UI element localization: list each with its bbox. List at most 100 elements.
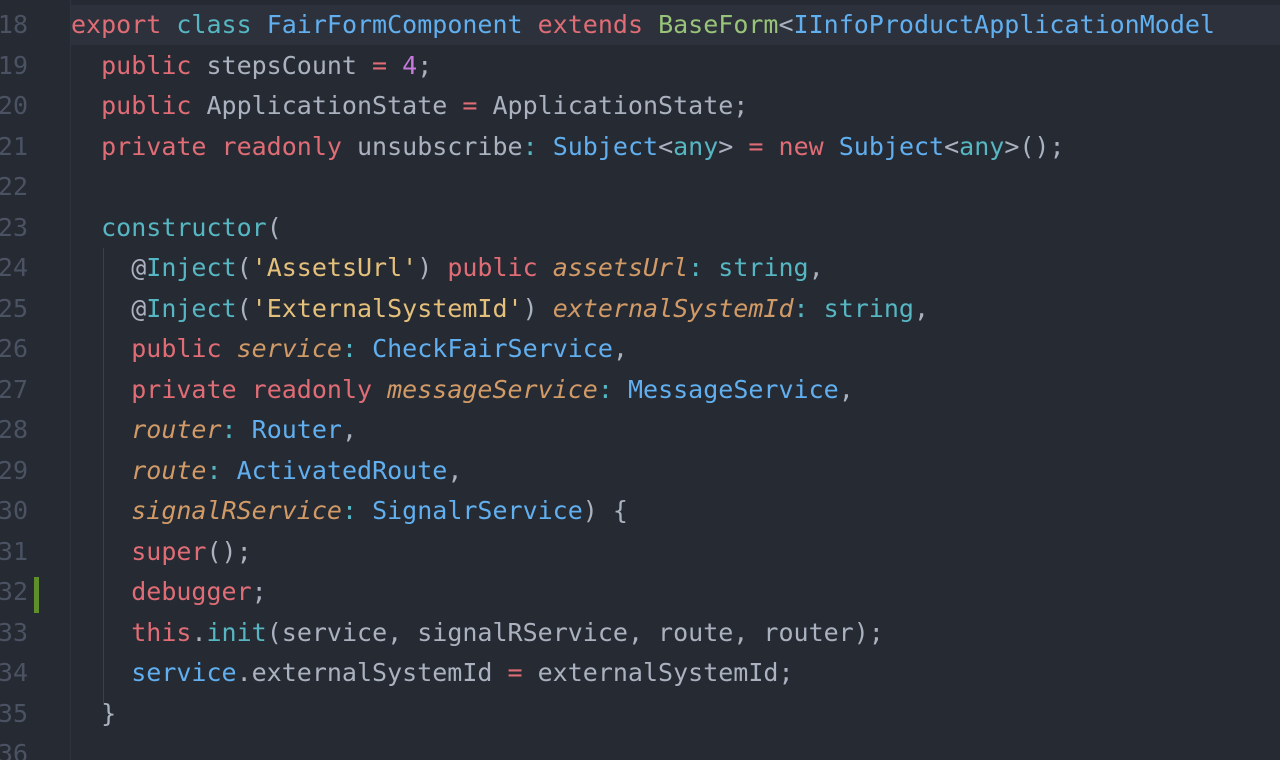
code-token <box>71 51 101 80</box>
code-token: , <box>838 374 854 404</box>
code-token: any <box>673 131 719 161</box>
code-token: .externalSystemId <box>236 658 508 687</box>
indent-guide <box>103 248 104 703</box>
code-token: } <box>71 698 117 728</box>
code-text-area: private readonly unsubscribe: Subject<an… <box>71 127 1280 167</box>
code-line[interactable]: 36 <box>0 734 1280 760</box>
code-token: string <box>718 253 809 282</box>
code-text-area: constructor( <box>71 208 1280 248</box>
code-token: externalSystemId <box>552 293 794 323</box>
code-token: : <box>341 496 357 525</box>
code-text-area: super(); <box>71 532 1280 572</box>
code-line[interactable]: 24 @Inject('AssetsUrl') public assetsUrl… <box>0 248 1280 288</box>
code-token: , <box>913 293 930 323</box>
code-token: public <box>131 334 222 363</box>
code-token: class <box>176 10 252 39</box>
code-line[interactable]: 34 service.externalSystemId = externalSy… <box>0 653 1280 693</box>
code-token: , <box>341 415 358 444</box>
code-token: init <box>206 617 267 647</box>
code-token: public <box>101 50 192 80</box>
code-text: public service: CheckFairService, <box>71 329 628 369</box>
code-line[interactable]: 18 export class FairFormComponent extends… <box>0 5 1280 45</box>
code-token <box>71 213 101 242</box>
code-token <box>523 10 538 39</box>
code-token: unsubscribe <box>341 131 523 161</box>
code-token: service <box>131 658 237 687</box>
code-token: , <box>612 334 628 363</box>
code-line[interactable]: 30 signalRService: SignalrService) { <box>0 491 1280 531</box>
code-text: public ApplicationState = ApplicationSta… <box>71 86 748 126</box>
gutter-divider <box>70 0 71 760</box>
code-text-area: route: ActivatedRoute, <box>71 451 1280 491</box>
code-token <box>387 51 402 80</box>
code-text-area: } <box>71 694 1280 734</box>
code-line[interactable]: 22 <box>0 167 1280 207</box>
code-line[interactable]: 19 public stepsCount = 4; <box>0 46 1280 86</box>
code-text-area <box>71 167 1280 207</box>
line-number: 20 <box>0 91 28 120</box>
code-line[interactable]: 20 public ApplicationState = Application… <box>0 86 1280 126</box>
code-text: private readonly messageService: Message… <box>71 370 854 410</box>
code-token <box>222 456 237 485</box>
code-token: private <box>101 131 207 161</box>
code-token: ; <box>251 577 267 606</box>
code-token: route <box>131 455 207 485</box>
code-token <box>71 577 131 606</box>
code-token: ( <box>236 293 252 323</box>
code-token <box>71 496 131 525</box>
code-line[interactable]: 35 } <box>0 694 1280 734</box>
code-line[interactable]: 29 route: ActivatedRoute, <box>0 451 1280 491</box>
line-number: 32 <box>0 577 28 606</box>
code-line[interactable]: 23 constructor( <box>0 208 1280 248</box>
code-text: route: ActivatedRoute, <box>71 451 462 491</box>
code-token <box>71 415 131 444</box>
git-modified-marker <box>34 577 39 613</box>
code-line[interactable]: 28 router: Router, <box>0 410 1280 450</box>
code-token <box>824 132 839 161</box>
line-number: 18 <box>0 10 28 39</box>
code-token <box>71 456 131 485</box>
code-text: signalRService: SignalrService) { <box>71 491 628 531</box>
code-token: Subject <box>552 131 659 161</box>
code-text: super(); <box>71 532 251 572</box>
line-number: 25 <box>0 293 28 323</box>
line-number: 27 <box>0 374 28 404</box>
line-number: 26 <box>0 334 28 363</box>
code-token: ) { <box>582 496 628 525</box>
code-token: super <box>131 536 207 566</box>
code-text: } <box>71 694 116 734</box>
code-token: . <box>191 617 207 647</box>
code-line[interactable]: 31 super(); <box>0 532 1280 572</box>
code-text-area: @Inject('ExternalSystemId') externalSyst… <box>71 289 1280 329</box>
line-number: 29 <box>0 455 28 485</box>
code-line[interactable]: 21 private readonly unsubscribe: Subject… <box>0 127 1280 167</box>
code-line[interactable]: 26 public service: CheckFairService, <box>0 329 1280 369</box>
code-token: FairFormComponent <box>266 10 523 39</box>
code-line[interactable]: 32 debugger; <box>0 572 1280 612</box>
code-token <box>161 10 176 39</box>
code-token: = <box>507 658 523 687</box>
code-token <box>538 253 553 282</box>
code-line[interactable]: 27 private readonly messageService: Mess… <box>0 370 1280 410</box>
code-token <box>357 334 372 363</box>
code-text: private readonly unsubscribe: Subject<an… <box>71 127 1065 167</box>
code-line[interactable]: 33 this.init(service, signalRService, ro… <box>0 613 1280 653</box>
code-token: = <box>748 131 764 161</box>
code-text-area: export class FairFormComponent extends B… <box>71 5 1280 45</box>
code-token: : <box>206 455 222 485</box>
line-number: 23 <box>0 212 28 242</box>
code-token <box>357 496 372 525</box>
line-number: 24 <box>0 253 28 282</box>
code-line[interactable]: 25 @Inject('ExternalSystemId') externalS… <box>0 289 1280 329</box>
code-token: >(); <box>1004 131 1065 161</box>
code-token <box>71 658 131 687</box>
code-text: this.init(service, signalRService, route… <box>71 613 884 653</box>
code-text: constructor( <box>71 208 282 248</box>
code-token: 'AssetsUrl' <box>251 253 418 282</box>
code-token: SignalrService <box>372 496 583 525</box>
code-token: Inject <box>146 253 237 282</box>
code-token: : <box>793 293 809 323</box>
code-token <box>252 10 267 39</box>
code-text-area: private readonly messageService: Message… <box>71 370 1280 410</box>
